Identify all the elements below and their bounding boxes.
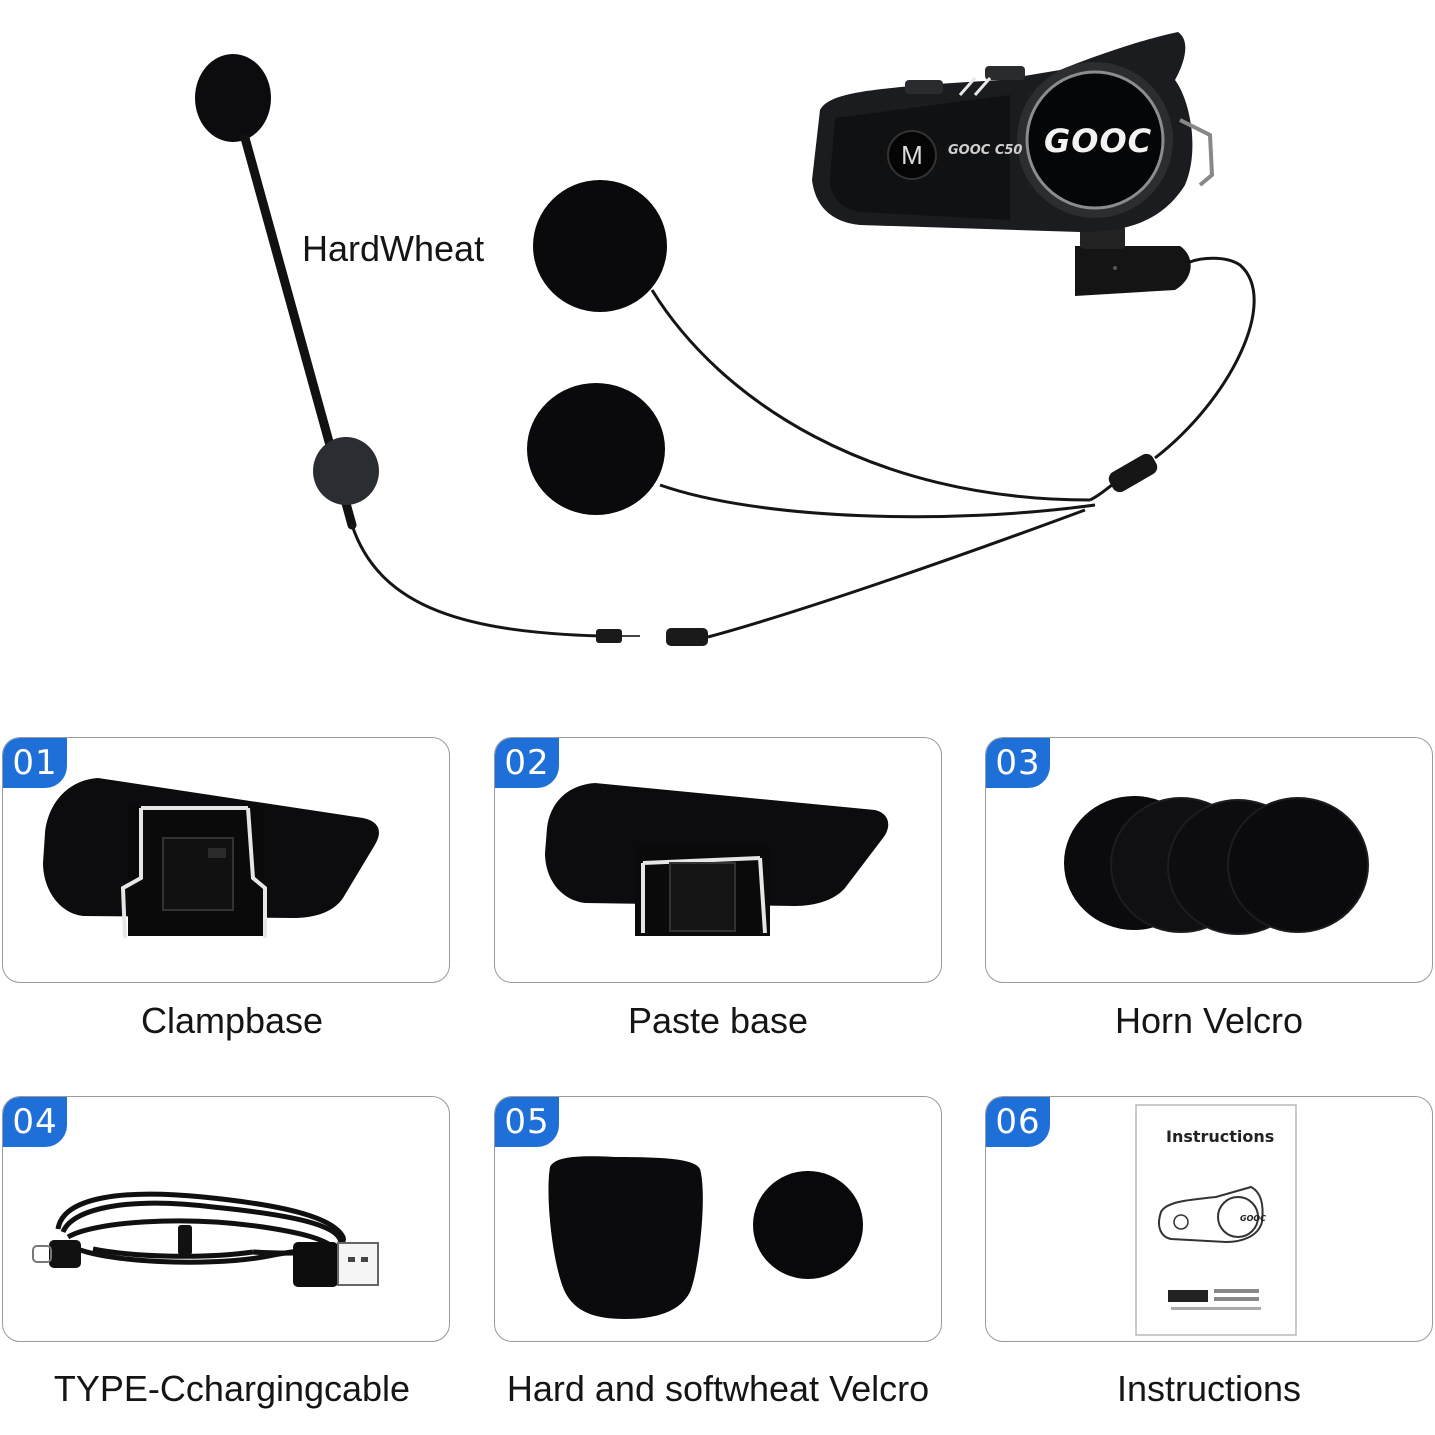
- hard-soft-velcro-image: [548, 1156, 863, 1319]
- item-number-badge: 05: [495, 1097, 559, 1147]
- paste-base-image: [545, 783, 889, 936]
- usb-c-cable-image: [32, 1191, 379, 1287]
- item-card-06: Instructions GOOC 06: [985, 1096, 1433, 1342]
- headset-illustration: [195, 32, 1256, 646]
- item-number-badge: 06: [986, 1097, 1050, 1147]
- mic-plug: [596, 629, 622, 643]
- item-caption: Horn Velcro: [1114, 1000, 1304, 1041]
- clamp-base-image: [43, 778, 379, 939]
- item-caption: Paste base: [627, 1000, 809, 1041]
- hero-label: HardWheat: [302, 228, 485, 269]
- device-model-text: GOOC C50: [948, 143, 1023, 158]
- item-caption: Clampbase: [140, 1000, 324, 1041]
- item-number-badge: 01: [3, 738, 67, 788]
- item-number-badge: 03: [986, 738, 1050, 788]
- item-card-04: 04: [2, 1096, 450, 1342]
- mic-mount-disc: [313, 437, 379, 505]
- speaker-top: [533, 180, 667, 312]
- device-connector: [1075, 246, 1191, 296]
- device-top-button-left: [905, 80, 943, 94]
- item-caption: TYPE-Cchargingcable: [53, 1368, 411, 1409]
- device-m-button: [887, 130, 937, 180]
- mic-cable: [350, 524, 601, 638]
- device-logo-text: GOOC: [1044, 122, 1153, 160]
- manual-logo-text: GOOC: [1240, 1214, 1267, 1223]
- device-dial: [1025, 70, 1165, 210]
- device-m-label: M: [901, 140, 923, 170]
- item-caption: Instructions: [1116, 1368, 1302, 1409]
- device-clip: [1179, 118, 1215, 187]
- item-number-badge: 04: [3, 1097, 67, 1147]
- device-top-button-right: [985, 66, 1025, 80]
- horn-velcro-image: [1064, 796, 1369, 935]
- item-number-badge: 02: [495, 738, 559, 788]
- cable-junction: [1108, 453, 1158, 493]
- mic-socket: [666, 628, 708, 646]
- item-card-05: 05: [494, 1096, 942, 1342]
- item-card-03: 03: [985, 737, 1433, 983]
- instruction-manual-image: [1135, 1104, 1297, 1336]
- boom-mic-foam: [195, 54, 271, 142]
- item-card-02: 02: [494, 737, 942, 983]
- manual-title: Instructions: [1166, 1127, 1275, 1146]
- item-card-01: 01: [2, 737, 450, 983]
- item-caption: Hard and softwheat Velcro: [506, 1368, 930, 1409]
- speaker-bottom: [527, 383, 665, 515]
